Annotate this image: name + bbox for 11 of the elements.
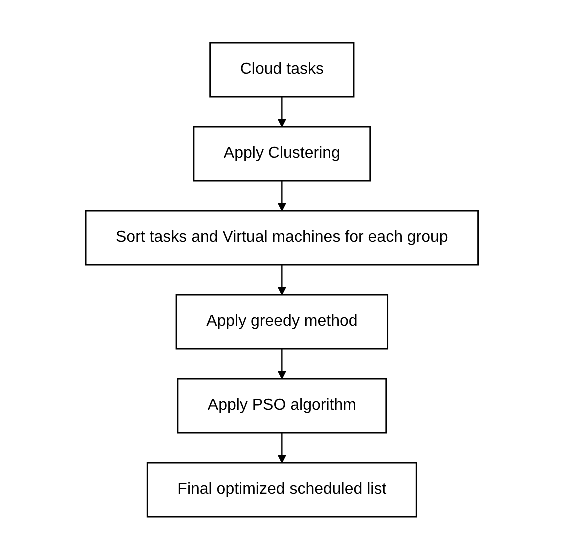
arrow	[278, 348, 286, 379]
node-box: Cloud tasks	[209, 42, 355, 98]
node-box: Apply Clustering	[193, 126, 371, 182]
arrow	[278, 264, 286, 295]
arrow	[278, 180, 286, 211]
node-box: Sort tasks and Virtual machines for each group	[85, 210, 479, 266]
arrow	[278, 432, 286, 463]
node-box: Apply PSO algorithm	[176, 378, 387, 434]
arrow	[278, 96, 286, 127]
node-box: Final optimized scheduled list	[146, 462, 418, 518]
node-box: Apply greedy method	[176, 294, 388, 350]
